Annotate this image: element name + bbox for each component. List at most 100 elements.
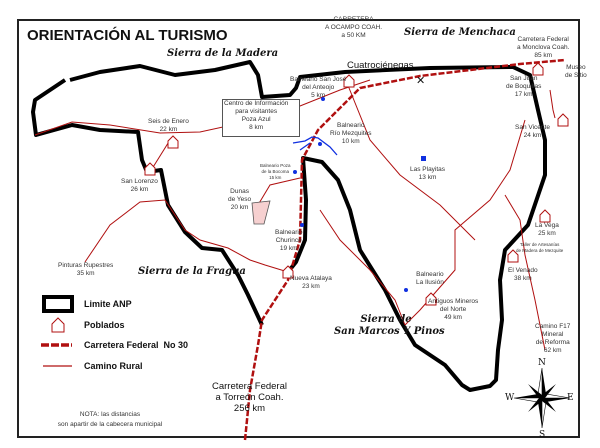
- place-label-line: El Venado: [508, 267, 538, 274]
- place-label-line: de Yeso: [228, 196, 252, 203]
- place-label-line: del Anteojo: [302, 84, 335, 91]
- place-label-line: San Vicente: [515, 124, 550, 131]
- torreon-line: Carretera Federal: [212, 381, 287, 392]
- legend-poblados: Poblados: [84, 320, 125, 330]
- info-center-callout: [222, 99, 300, 137]
- place-label-line: Poza Azul: [241, 116, 271, 123]
- place-label-line: San Lorenzo: [121, 178, 158, 185]
- place-label-line: Museo: [566, 64, 586, 71]
- label-sierra-sanmarcos-2: San Marcos Y Pinos: [334, 326, 445, 337]
- place-label-line: CARRETERA: [333, 16, 374, 23]
- torreon-line: a Torreón Coah.: [215, 392, 284, 403]
- dunas-icon: [251, 200, 271, 225]
- note-line: NOTA: las distancias: [79, 411, 141, 418]
- anp-boundary: [69, 60, 547, 392]
- place-label-line: 13 km: [418, 174, 437, 181]
- place-label-line: 85 km: [534, 52, 553, 59]
- place-label-line: Camino F17: [535, 323, 571, 330]
- compass-n: N: [538, 358, 546, 368]
- note-text: NOTA: las distancias son apartir de la c…: [40, 410, 180, 430]
- note-line: son apartir de la cabecera municipal: [57, 421, 163, 428]
- map-title: ORIENTACIÓN AL TURISMO: [27, 27, 228, 44]
- map-frame: [17, 19, 580, 438]
- place-label-line: Centro de Información: [224, 100, 289, 107]
- balneario-dots: [293, 97, 426, 292]
- place-label-line: 10 km: [341, 138, 360, 145]
- place-label-line: Balneario: [275, 229, 303, 236]
- place-label-line: 35 km: [76, 270, 95, 277]
- label-sierra-menchaca: Sierra de Menchaca: [404, 27, 516, 38]
- legend-house-icon: [51, 317, 65, 333]
- place-label-line: Mineral: [542, 331, 564, 338]
- place-label-line: La Ilusión: [416, 279, 444, 286]
- place-label-line: Balneario Poza: [260, 163, 291, 168]
- place-label-line: de Reforma: [535, 339, 570, 346]
- place-label-line: Balneario: [416, 271, 444, 278]
- place-label-line: A OCAMPO COAH.: [325, 24, 383, 31]
- place-label-line: 19 km: [279, 245, 298, 252]
- federal-road: [243, 58, 566, 441]
- compass-s: S: [539, 430, 546, 440]
- place-label-line: La Vega: [535, 222, 559, 229]
- airport-icon: ✕: [416, 75, 425, 87]
- place-label-line: 5 km: [311, 92, 326, 99]
- place-label-line: Carretera Federal: [517, 36, 569, 43]
- legend-rural: Camino Rural: [84, 361, 143, 371]
- place-label-line: de Boquillas: [506, 83, 542, 90]
- place-label-line: Taller de Artesanías: [519, 242, 560, 247]
- label-cuatrocienegas: Cuatrociénegas: [347, 60, 414, 71]
- place-label-line: Balneario San José: [290, 76, 347, 83]
- place-label-line: de la Bocoma: [261, 169, 290, 174]
- torreon-line: 256 km: [233, 403, 266, 414]
- place-label-line: Balneario: [337, 122, 365, 129]
- label-sierra-fragua: Sierra de la Fragua: [138, 266, 246, 277]
- place-label-line: 62 km: [543, 347, 562, 354]
- compass-rose: [513, 367, 571, 429]
- place-label-line: de Sitio: [565, 72, 587, 79]
- label-torreon: Carretera Federal a Torreón Coah. 256 km: [212, 381, 287, 414]
- place-label-line: 49 km: [444, 314, 462, 321]
- place-label-line: 26 km: [130, 186, 149, 193]
- place-label-line: 17 km: [514, 91, 533, 98]
- place-label-line: Río Mezquites: [330, 130, 372, 137]
- place-label-line: para visitantes: [235, 108, 278, 115]
- place-label-line: Nueva Atalaya: [290, 275, 332, 282]
- place-label-line: a 50 KM: [341, 32, 366, 39]
- place-label-line: a Monclova Coah.: [517, 44, 570, 51]
- place-label-line: Seis de Enero: [148, 118, 189, 125]
- place-label-line: 25 km: [538, 230, 556, 237]
- rural-roads: [34, 77, 556, 351]
- legend-federal: Carretera Federal No 30: [84, 340, 189, 350]
- house-icons: [144, 62, 569, 306]
- place-label-line: 20 km: [230, 204, 249, 211]
- place-label-line: 22 km: [159, 126, 178, 133]
- place-label-line: del Norte: [439, 306, 467, 313]
- place-label-line: 15 km: [269, 175, 282, 180]
- place-label-line: Pinturas Rupestres: [58, 262, 114, 269]
- label-sierra-madera: Sierra de la Madera: [167, 48, 279, 59]
- place-label-line: 8 km: [249, 124, 264, 131]
- water-bodies: [292, 136, 338, 156]
- compass-e: E: [567, 393, 574, 403]
- place-label-line: Las Playitas: [410, 166, 446, 173]
- place-label-line: Dunas: [230, 188, 249, 195]
- place-label-line: 23 km: [302, 283, 320, 290]
